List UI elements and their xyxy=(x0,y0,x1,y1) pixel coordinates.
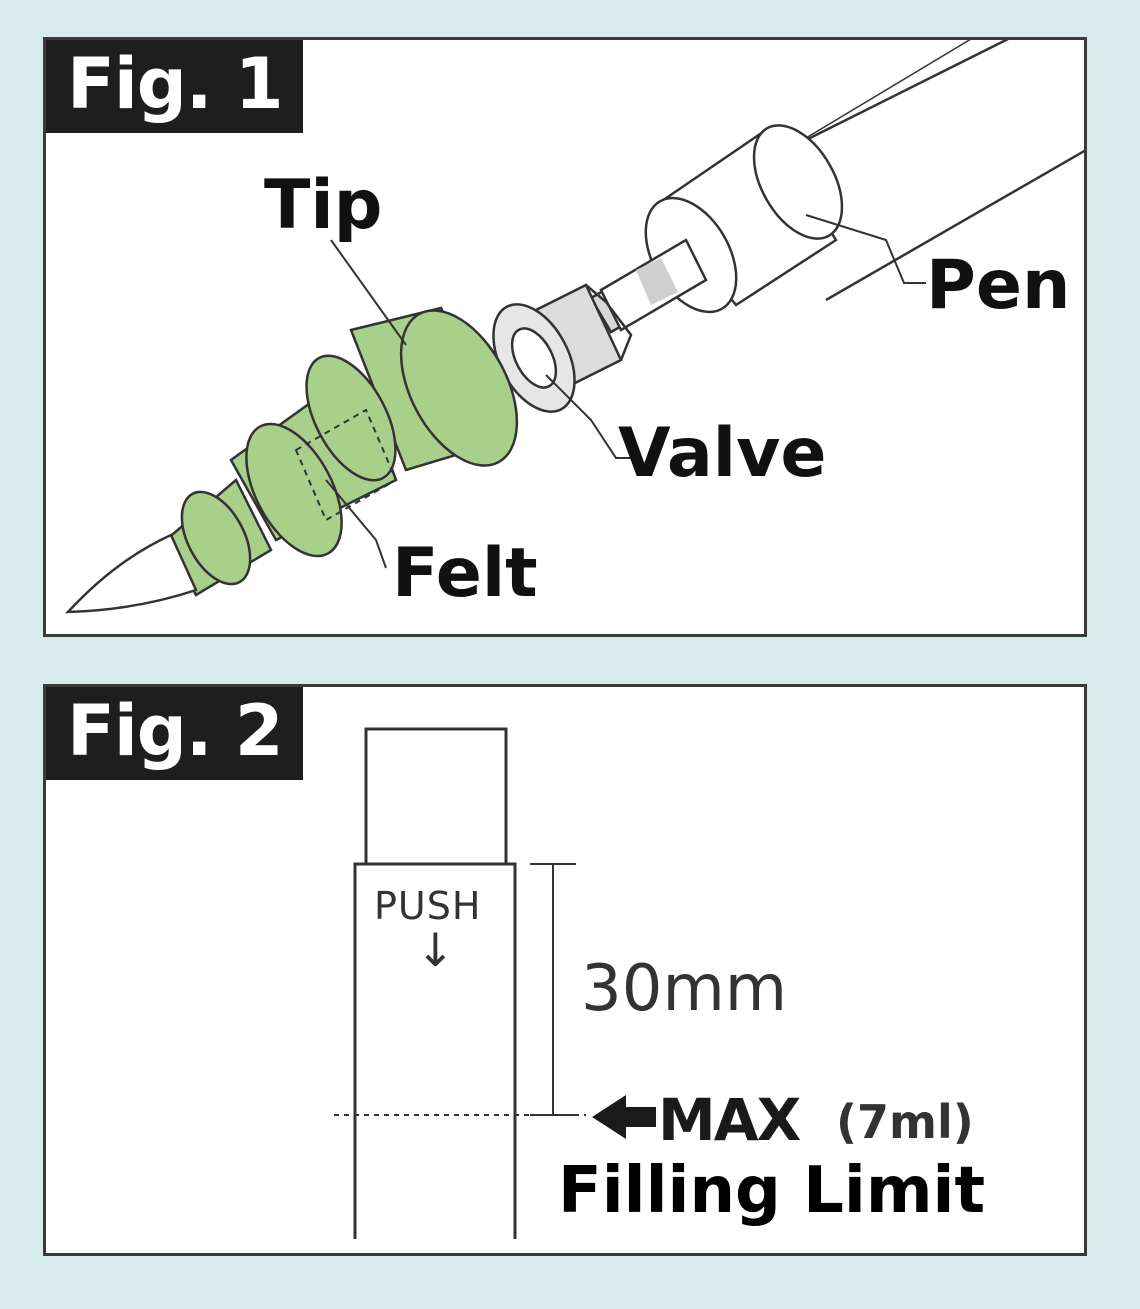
figure-2-panel: Fig. 2 PUSH ↓ 30mm MAX (7ml) Filling Lim… xyxy=(43,684,1087,1256)
pen-exploded-illustration xyxy=(65,40,1084,614)
tip-label: Tip xyxy=(264,166,383,245)
filling-limit-label: Filling Limit xyxy=(558,1154,986,1228)
pen-barrel xyxy=(353,862,517,1239)
felt-label: Felt xyxy=(392,534,538,613)
pen-body xyxy=(589,40,1084,334)
max-arrow-icon xyxy=(592,1095,656,1139)
tip xyxy=(65,306,519,614)
valve-label: Valve xyxy=(618,414,827,493)
max-label: MAX xyxy=(658,1086,801,1154)
pen-cap xyxy=(364,727,508,866)
dimension-bracket xyxy=(530,863,576,1116)
valve xyxy=(492,283,633,413)
leader-lines xyxy=(325,214,926,569)
push-arrow-icon: ↓ xyxy=(416,923,455,977)
max-volume-label: (7ml) xyxy=(836,1095,974,1149)
figure-1-panel: Fig. 1 Tip Pen Valve Felt xyxy=(43,37,1087,637)
pen-label: Pen xyxy=(926,246,1071,325)
figure-2-label: Fig. 2 xyxy=(46,687,303,780)
push-text: PUSH xyxy=(374,884,482,928)
filling-limit-illustration xyxy=(334,727,656,1239)
figure-1-label: Fig. 1 xyxy=(46,40,303,133)
dimension-label: 30mm xyxy=(581,952,788,1026)
